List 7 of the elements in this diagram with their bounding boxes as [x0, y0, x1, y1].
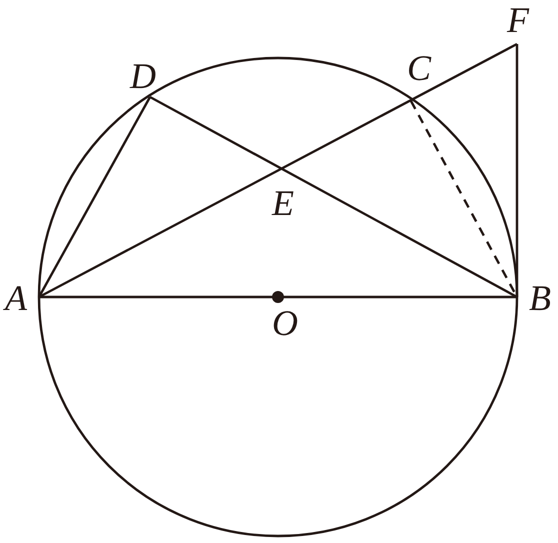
point-label: O [272, 305, 298, 341]
point-label: A [5, 280, 27, 316]
point-label: B [529, 280, 551, 316]
point-label: F [507, 2, 529, 38]
point-label: D [130, 58, 156, 94]
point-label: C [407, 50, 431, 86]
point-label: E [272, 185, 294, 221]
